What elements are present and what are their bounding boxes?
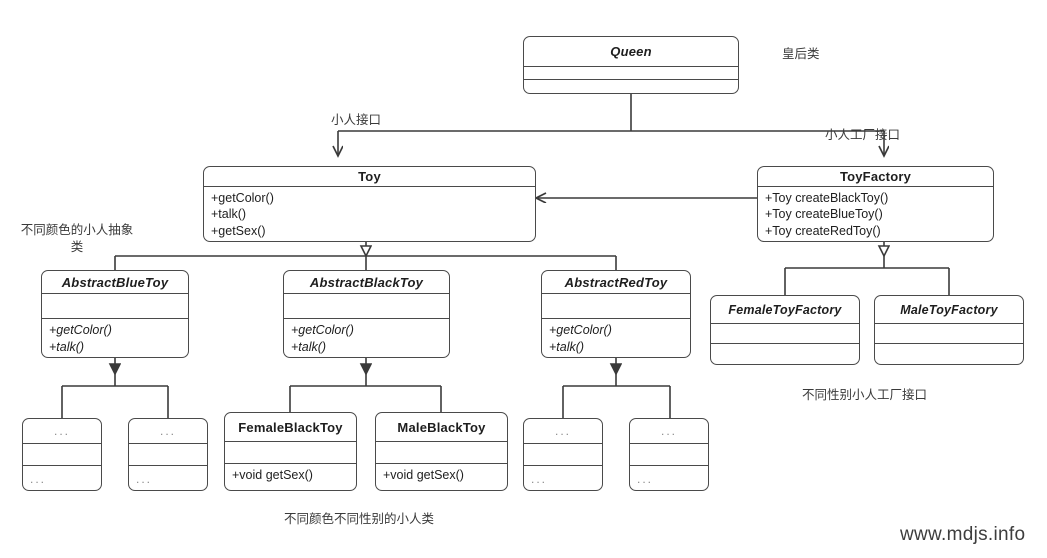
class-operations-male-black-toy: +void getSex() [376, 464, 507, 490]
class-attributes-red-placeholder-2 [630, 444, 708, 467]
class-title-blue-placeholder-2: ... [129, 419, 207, 445]
class-box-red-placeholder-1[interactable]: ... ... [523, 418, 603, 491]
class-title-toy-factory: ToyFactory [758, 167, 993, 187]
class-title-female-toy-factory: FemaleToyFactory [711, 296, 859, 324]
class-operations-male-toy-factory [875, 344, 1023, 364]
operation-item: +getColor() [291, 323, 354, 337]
annotation-gender-factory: 不同性别小人工厂接口 [802, 388, 928, 402]
class-title-red-placeholder-1: ... [524, 419, 602, 445]
class-box-queen[interactable]: Queen [523, 36, 739, 94]
annotation-queen: 皇后类 [782, 47, 820, 61]
operation-item: +Toy createBlackToy() [765, 190, 889, 205]
operation-item: +void getSex() [383, 468, 464, 482]
class-title-abstract-black-toy: AbstractBlackToy [284, 271, 449, 294]
class-operations-toy-factory: +Toy createBlackToy() +Toy createBlueToy… [758, 187, 993, 242]
class-box-blue-placeholder-1[interactable]: ... ... [22, 418, 102, 491]
class-attributes-red-placeholder-1 [524, 444, 602, 467]
class-operations-toy: +getColor() +talk() +getSex() [204, 187, 535, 242]
operation-item: +talk() [49, 339, 85, 354]
site-watermark: www.mdjs.info [900, 524, 1026, 545]
operation-item: +talk() [211, 207, 247, 221]
class-title-abstract-red-toy: AbstractRedToy [542, 271, 690, 294]
class-box-abstract-red-toy[interactable]: AbstractRedToy +getColor() +talk() [541, 270, 691, 358]
class-attributes-queen [524, 67, 738, 80]
annotation-concrete-toys: 不同颜色不同性别的小人类 [284, 512, 435, 526]
operation-item: +Toy createBlueToy() [765, 207, 883, 221]
class-title-red-placeholder-2: ... [630, 419, 708, 445]
class-attributes-blue-placeholder-2 [129, 444, 207, 467]
operation-item: ... [637, 472, 654, 487]
class-attributes-abstract-red-toy [542, 294, 690, 319]
class-operations-red-placeholder-1: ... [524, 466, 602, 490]
operation-item: +getColor() [549, 323, 612, 337]
operation-item: +getSex() [211, 223, 266, 238]
class-operations-red-placeholder-2: ... [630, 466, 708, 490]
class-title-queen: Queen [524, 37, 738, 67]
class-attributes-abstract-black-toy [284, 294, 449, 319]
class-title-female-black-toy: FemaleBlackToy [225, 413, 356, 442]
class-box-toy[interactable]: Toy +getColor() +talk() +getSex() [203, 166, 536, 242]
operation-item: +Toy createRedToy() [765, 223, 881, 238]
operation-item: +getColor() [49, 323, 112, 337]
class-box-red-placeholder-2[interactable]: ... ... [629, 418, 709, 491]
class-box-abstract-black-toy[interactable]: AbstractBlackToy +getColor() +talk() [283, 270, 450, 358]
class-operations-blue-placeholder-1: ... [23, 466, 101, 490]
class-title-abstract-blue-toy: AbstractBlueToy [42, 271, 188, 294]
class-attributes-female-toy-factory [711, 324, 859, 344]
class-box-male-toy-factory[interactable]: MaleToyFactory [874, 295, 1024, 365]
class-operations-abstract-black-toy: +getColor() +talk() [284, 319, 449, 357]
operation-item: ... [136, 472, 153, 487]
class-box-female-toy-factory[interactable]: FemaleToyFactory [710, 295, 860, 365]
class-operations-abstract-red-toy: +getColor() +talk() [542, 319, 690, 357]
class-title-male-toy-factory: MaleToyFactory [875, 296, 1023, 324]
operation-item: ... [531, 472, 548, 487]
class-attributes-female-black-toy [225, 442, 356, 464]
class-attributes-abstract-blue-toy [42, 294, 188, 319]
annotation-toy-factory-interface: 小人工厂接口 [825, 128, 901, 142]
class-box-male-black-toy[interactable]: MaleBlackToy +void getSex() [375, 412, 508, 491]
operation-item: +getColor() [211, 190, 274, 205]
operation-item: ... [30, 472, 47, 487]
class-box-blue-placeholder-2[interactable]: ... ... [128, 418, 208, 491]
class-attributes-blue-placeholder-1 [23, 444, 101, 467]
class-box-abstract-blue-toy[interactable]: AbstractBlueToy +getColor() +talk() [41, 270, 189, 358]
class-attributes-male-black-toy [376, 442, 507, 464]
class-box-female-black-toy[interactable]: FemaleBlackToy +void getSex() [224, 412, 357, 491]
operation-item: +talk() [549, 339, 585, 354]
class-operations-female-black-toy: +void getSex() [225, 464, 356, 490]
class-operations-blue-placeholder-2: ... [129, 466, 207, 490]
class-title-blue-placeholder-1: ... [23, 419, 101, 445]
operation-item: +void getSex() [232, 468, 313, 482]
class-title-toy: Toy [204, 167, 535, 187]
class-operations-abstract-blue-toy: +getColor() +talk() [42, 319, 188, 357]
class-operations-female-toy-factory [711, 344, 859, 364]
class-operations-queen [524, 80, 738, 93]
class-box-toy-factory[interactable]: ToyFactory +Toy createBlackToy() +Toy cr… [757, 166, 994, 242]
class-attributes-male-toy-factory [875, 324, 1023, 344]
annotation-abstract-color: 不同颜色的小人抽象类 [20, 223, 134, 254]
operation-item: +talk() [291, 339, 327, 354]
class-title-male-black-toy: MaleBlackToy [376, 413, 507, 442]
annotation-toy-interface: 小人接口 [331, 113, 382, 127]
